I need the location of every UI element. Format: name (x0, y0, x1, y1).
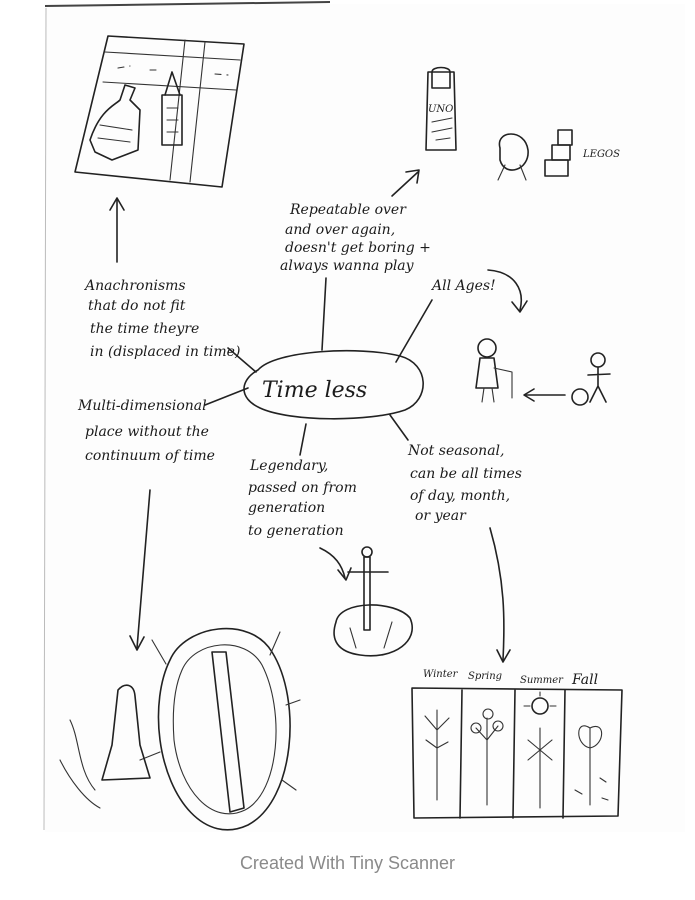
branch-not-seasonal: Not seasonal, can be all times of day, m… (407, 443, 522, 524)
legendary-line-3: generation (248, 500, 325, 516)
anachronisms-line-4: in (displaced in time) (90, 344, 240, 360)
legos-label: LEGOS (582, 149, 620, 160)
center-node: Time less (243, 349, 424, 420)
arrows (109, 169, 566, 663)
not-seasonal-line-4: or year (415, 508, 467, 524)
not-seasonal-line-3: of day, month, (410, 488, 510, 504)
legendary-line-2: passed on from (248, 480, 357, 496)
all-ages-drawing (475, 338, 611, 406)
not-seasonal-line-2: can be all times (410, 466, 522, 482)
season-summer: Summer (520, 675, 564, 686)
repeatable-line-3: doesn't get boring + (285, 240, 431, 256)
paper-top-edge (44, 1, 331, 7)
anachronisms-line-1: Anachronisms (83, 278, 186, 294)
legendary-line-4: to generation (248, 523, 344, 539)
branch-legendary: Legendary, passed on from generation to … (248, 458, 357, 539)
scanner-watermark: Created With Tiny Scanner (239, 853, 456, 873)
multidimensional-line-1: Multi-dimensional (77, 398, 207, 414)
branch-repeatable: Repeatable over and over again, doesn't … (280, 202, 431, 274)
repeatable-line-2: and over again, (285, 222, 395, 238)
connector-lines (204, 277, 433, 456)
all-ages-label: All Ages! (430, 278, 496, 294)
anachronisms-line-2: that do not fit (88, 298, 186, 314)
uno-card-drawing: UNO (425, 66, 457, 151)
multidimensional-line-2: place without the (85, 424, 209, 440)
paper-left-edge (43, 7, 47, 831)
repeatable-line-4: always wanna play (280, 258, 415, 274)
legos-drawing: LEGOS (497, 129, 620, 181)
uno-label: UNO (428, 104, 453, 115)
multidimensional-line-3: continuum of time (85, 448, 215, 464)
repeatable-line-1: Repeatable over (289, 202, 407, 218)
legendary-line-1: Legendary, (249, 458, 328, 474)
seasons-drawing: Winter Spring Summer Fall (411, 669, 623, 819)
branch-multidimensional: Multi-dimensional place without the cont… (77, 398, 215, 464)
center-label: Time less (262, 378, 367, 403)
sword-in-stone-drawing (333, 546, 413, 657)
season-fall: Fall (571, 672, 598, 688)
branch-all-ages: All Ages! (430, 278, 496, 294)
not-seasonal-line-1: Not seasonal, (407, 443, 504, 459)
season-spring: Spring (468, 671, 502, 682)
season-winter: Winter (423, 669, 459, 680)
branch-anachronisms: Anachronisms that do not fit the time th… (83, 278, 240, 360)
anachronism-city-drawing (74, 35, 245, 188)
anachronisms-line-3: the time theyre (90, 321, 199, 337)
portal-drawing (59, 627, 301, 831)
